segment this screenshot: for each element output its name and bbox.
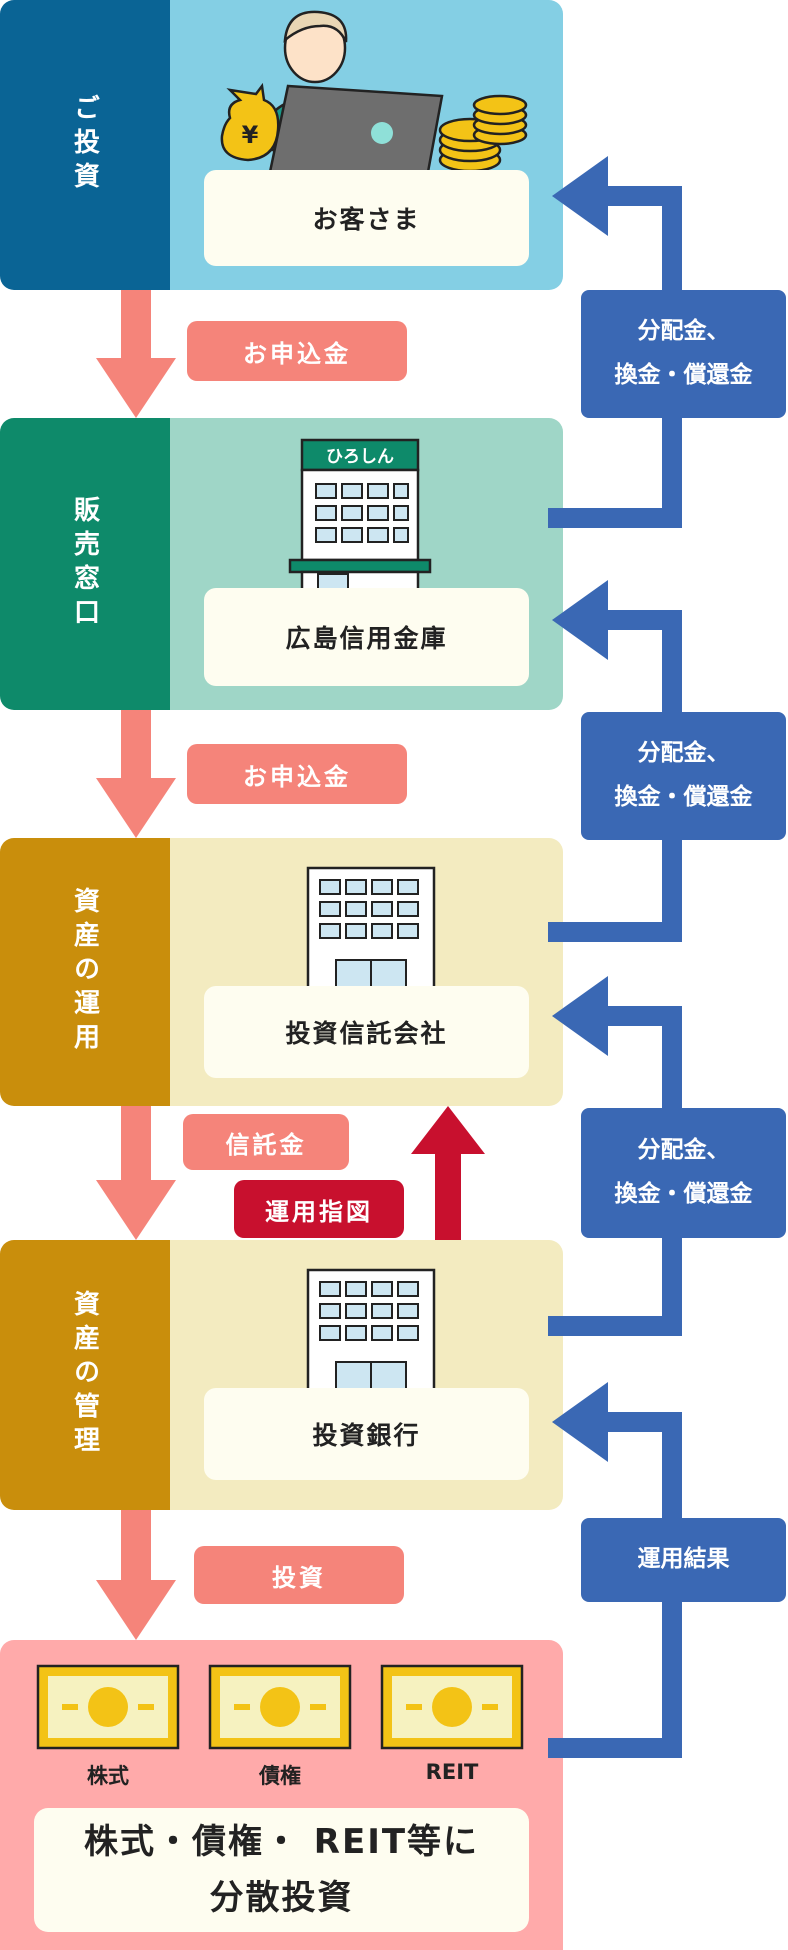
arrow-down-icon: [96, 1106, 176, 1240]
asset-label-stocks: 株式: [87, 1764, 129, 1788]
banknote-icon: [380, 1664, 524, 1750]
return-label-distribution: 分配金、 換金・償還金: [581, 712, 786, 840]
stage-side-custody: 資産の管理: [0, 1240, 170, 1510]
banknote-icon: [36, 1664, 180, 1750]
return-label-text: 分配金、 換金・償還金: [614, 318, 753, 388]
return-label-text: 分配金、 換金・償還金: [614, 740, 753, 810]
stage-body-trust-company: 投資信託会社: [170, 838, 563, 1106]
arrow-down-icon: [96, 290, 176, 418]
stage-body-investment-bank: 投資銀行: [170, 1240, 563, 1510]
stage-side-label: 資産の運用: [69, 887, 100, 1057]
flow-label-investment: 投資: [194, 1546, 404, 1604]
stage-side-investment: ご投資: [0, 0, 170, 290]
stage-name-customer: お客さま: [204, 170, 529, 266]
arrow-down-icon: [96, 710, 176, 838]
customer-illustration: ¥: [220, 10, 528, 174]
flow-label-application: お申込金: [187, 321, 407, 381]
flow-label-application: お申込金: [187, 744, 407, 804]
return-label-text: 分配金、 換金・償還金: [614, 1137, 753, 1207]
stage-body-bank: ひろしん 広島信用金庫: [170, 418, 563, 710]
stage-name-investment-bank: 投資銀行: [204, 1388, 529, 1480]
bank-sign: ひろしん: [326, 447, 394, 467]
yen-symbol: ¥: [242, 121, 259, 149]
stage-body-customer: ¥ お客さま: [170, 0, 563, 290]
stage-side-label: ご投資: [69, 94, 100, 196]
asset-label-bonds: 債権: [259, 1764, 301, 1788]
flow-label-instruction: 運用指図: [234, 1180, 404, 1238]
return-label-text: 運用結果: [637, 1546, 730, 1573]
return-label-distribution: 分配金、 換金・償還金: [581, 1108, 786, 1238]
assets-summary: 株式・債権・ REIT等に 分散投資: [34, 1808, 529, 1932]
asset-label-reit: REIT: [425, 1760, 479, 1784]
flow-label-trust-money: 信託金: [183, 1114, 349, 1170]
stage-side-management: 資産の運用: [0, 838, 170, 1106]
stage-side-label: 資産の管理: [69, 1290, 100, 1460]
return-label-results: 運用結果: [581, 1518, 786, 1602]
return-label-distribution: 分配金、 換金・償還金: [581, 290, 786, 418]
arrow-down-icon: [96, 1510, 176, 1640]
banknote-icon: [208, 1664, 352, 1750]
stage-name-trust-company: 投資信託会社: [204, 986, 529, 1078]
stage-side-label: 販売窓口: [69, 496, 100, 632]
arrow-up-icon: [411, 1106, 485, 1240]
office-building-icon: [306, 866, 436, 996]
stage-side-sales: 販売窓口: [0, 418, 170, 710]
stage-name-bank: 広島信用金庫: [204, 588, 529, 686]
